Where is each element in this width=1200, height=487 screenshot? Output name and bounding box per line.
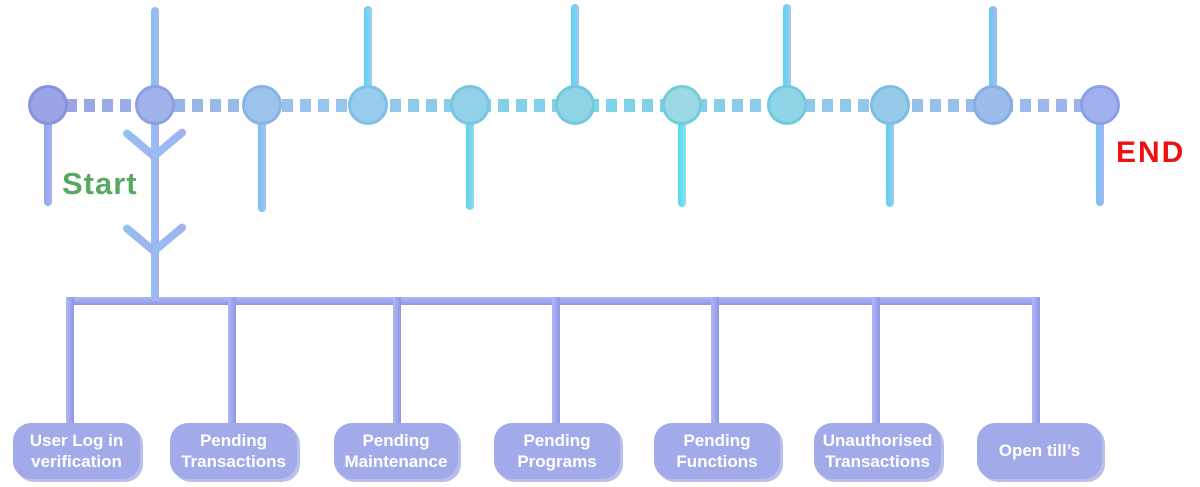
timeline-node-stem-3 [258, 105, 266, 212]
task-box-6: Unauthorised Transactions [814, 423, 941, 479]
task-box-label: Pending Maintenance [344, 430, 448, 471]
tree-branch-connector-4 [552, 297, 560, 427]
task-box-3: Pending Maintenance [334, 423, 458, 479]
task-box-label: Pending Programs [517, 430, 597, 471]
tree-branch-connector-3 [393, 297, 401, 427]
timeline-node-circle-4 [348, 85, 388, 125]
timeline-node-stem-4 [364, 6, 372, 105]
task-box-2: Pending Transactions [170, 423, 297, 479]
tree-branch-connector-1 [66, 297, 74, 427]
task-box-4: Pending Programs [494, 423, 620, 479]
tree-branch-connector-7 [1032, 297, 1040, 427]
timeline-node-stem-5 [466, 105, 474, 210]
tree-branch-connector-5 [711, 297, 719, 427]
tree-branch-connector-2 [228, 297, 236, 427]
timeline-node-stem-8 [783, 4, 791, 105]
task-box-5: Pending Functions [654, 423, 780, 479]
timeline-node-stem-2 [151, 7, 159, 105]
task-box-7: Open till’s [977, 423, 1102, 479]
timeline-node-stem-10 [989, 6, 997, 105]
timeline-node-circle-9 [870, 85, 910, 125]
timeline-node-stem-6 [571, 4, 579, 105]
task-box-label: Pending Functions [676, 430, 758, 471]
timeline-node-circle-3 [242, 85, 282, 125]
timeline-node-stem-7 [678, 105, 686, 207]
start-arrow-line [151, 118, 159, 301]
tree-branch-connector-6 [872, 297, 880, 427]
task-box-label: Pending Transactions [181, 430, 286, 471]
task-box-1: User Log in verification [13, 423, 140, 479]
task-box-label: Open till’s [998, 441, 1081, 461]
timeline-node-stem-9 [886, 105, 894, 207]
end-label: END [1116, 136, 1186, 169]
timeline-node-stem-1 [44, 105, 52, 206]
timeline-node-circle-8 [767, 85, 807, 125]
start-label: Start [62, 166, 138, 201]
timeline-node-circle-2 [135, 85, 175, 125]
timeline-node-circle-1 [28, 85, 68, 125]
timeline-node-circle-7 [662, 85, 702, 125]
task-box-label: Unauthorised Transactions [822, 430, 933, 471]
timeline-node-stem-11 [1096, 105, 1104, 206]
timeline-node-circle-11 [1080, 85, 1120, 125]
timeline-node-circle-6 [555, 85, 595, 125]
timeline-node-circle-10 [973, 85, 1013, 125]
task-box-label: User Log in verification [29, 430, 124, 471]
timeline-node-circle-5 [450, 85, 490, 125]
